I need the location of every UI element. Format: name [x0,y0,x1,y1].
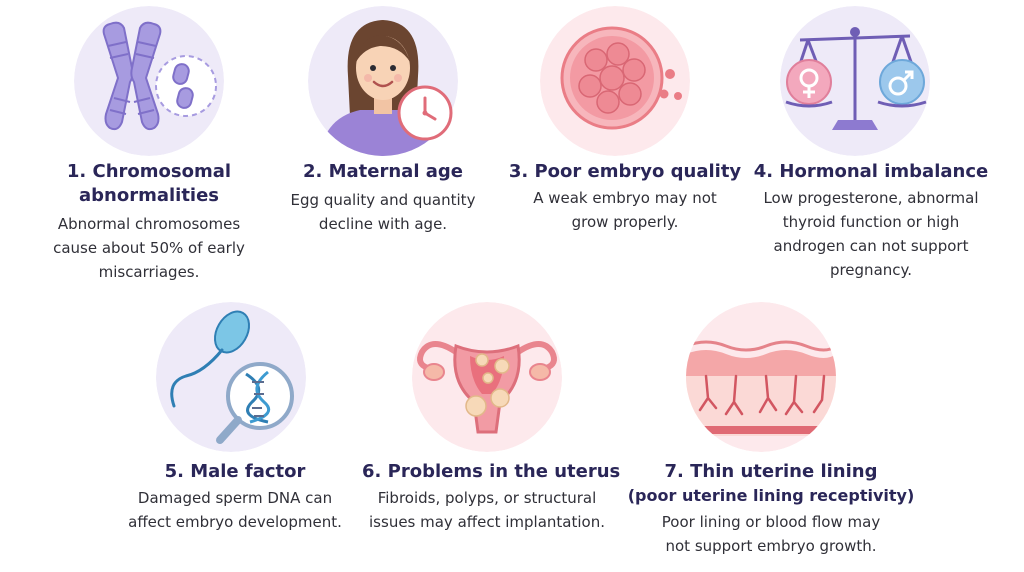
balance-scale-icon [780,6,930,156]
title-line: 3. Poor embryo quality [508,161,742,182]
cause-description: Damaged sperm DNA can affect embryo deve… [100,486,370,534]
title-line: 7. Thin uterine lining [664,461,878,482]
desc-line: not support embryo growth. [665,537,877,555]
clock-icon [396,84,454,142]
chromosome-icon [74,6,224,156]
cause-description: Fibroids, polyps, or structural issues m… [352,486,622,534]
desc-line: issues may affect implantation. [369,513,605,531]
cause-title: 4. Hormonal imbalance [746,160,996,184]
desc-line: grow properly. [571,213,679,231]
title-line: abnormalities [78,185,220,206]
sperm-dna-icon [156,302,306,452]
desc-line: androgen can not support [773,237,969,255]
desc-line: Abnormal chromosomes [57,215,241,233]
title-line: 5. Male factor [164,461,306,482]
title-line: 2. Maternal age [302,161,463,182]
cause-title: 6. Problems in the uterus [362,460,621,484]
desc-line: decline with age. [318,215,448,233]
desc-line: pregnancy. [829,261,913,279]
title-line: 4. Hormonal imbalance [753,161,989,182]
desc-line: Damaged sperm DNA can [137,489,333,507]
cause-description: Low progesterone, abnormal thyroid funct… [746,186,996,282]
desc-line: miscarriages. [98,263,200,281]
cause-title: 7. Thin uterine lining (poor uterine lin… [626,460,916,508]
cause-description: Poor lining or blood flow may not suppor… [636,510,906,558]
title-line: 1. Chromosomal [66,161,232,182]
desc-line: thyroid function or high [782,213,960,231]
cause-description: A weak embryo may not grow properly. [500,186,750,234]
title-line: 6. Problems in the uterus [362,461,621,482]
desc-line: Fibroids, polyps, or structural [377,489,597,507]
desc-line: affect embryo development. [128,513,342,531]
cause-title: 5. Male factor [110,460,360,484]
cause-title: 2. Maternal age [268,160,498,184]
desc-line: Egg quality and quantity [290,191,476,209]
desc-line: Poor lining or blood flow may [661,513,881,531]
cause-title: 1. Chromosomal abnormalities [34,160,264,208]
title-line: (poor uterine lining receptivity) [627,486,915,505]
uterus-icon [412,302,562,452]
desc-line: A weak embryo may not [533,189,717,207]
desc-line: Low progesterone, abnormal [763,189,979,207]
desc-line: cause about 50% of early [53,239,245,257]
cause-title: 3. Poor embryo quality [500,160,750,184]
cause-description: Abnormal chromosomes cause about 50% of … [24,212,274,284]
uterine-lining-icon [686,302,836,452]
cause-description: Egg quality and quantity decline with ag… [258,188,508,236]
embryo-icon [540,6,690,156]
